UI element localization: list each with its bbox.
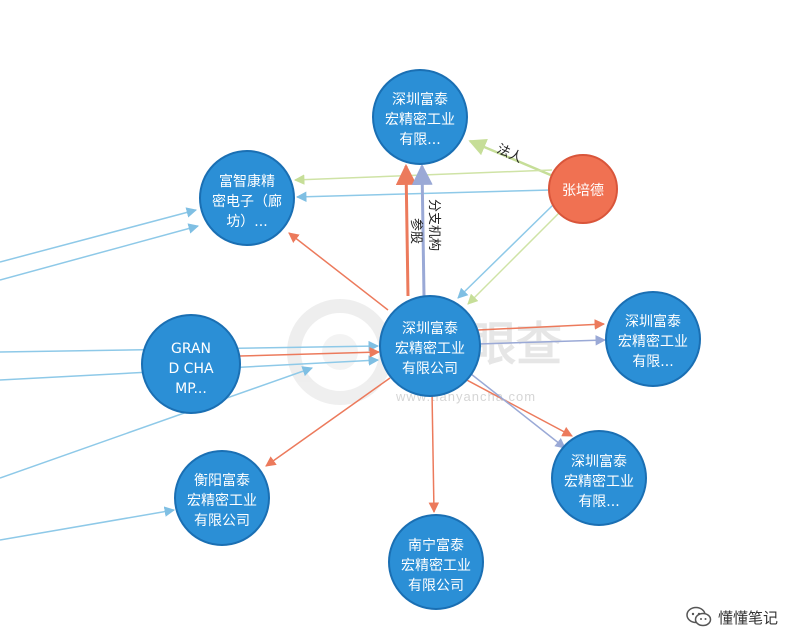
- node-right1[interactable]: 深圳富泰 宏精密工业 有限...: [605, 291, 701, 387]
- node-top[interactable]: 深圳富泰 宏精密工业 有限...: [372, 69, 468, 165]
- node-fuzhi[interactable]: 富智康精 密电子（廊 坊）...: [199, 150, 295, 246]
- node-person[interactable]: 张培德: [548, 154, 618, 224]
- node-right2-line-1: 深圳富泰: [571, 453, 627, 470]
- node-grand[interactable]: GRAN D CHA MP...: [141, 314, 241, 414]
- node-nanning-line-2: 宏精密工业: [401, 557, 471, 574]
- edge-center-hengyang: [265, 377, 391, 467]
- node-right1-line-1: 深圳富泰: [625, 313, 681, 330]
- footer-text: 懂懂笔记: [717, 608, 778, 627]
- node-grand-line-1: GRAN: [171, 341, 211, 357]
- node-center-line-1: 深圳富泰: [402, 320, 458, 337]
- node-nanning[interactable]: 南宁富泰 宏精密工业 有限公司: [388, 514, 484, 610]
- node-right2[interactable]: 深圳富泰 宏精密工业 有限...: [551, 430, 647, 526]
- edge-center-fuzhi: [288, 232, 389, 311]
- wechat-icon: [686, 606, 712, 627]
- edge-label-legal-rep: 法人: [494, 142, 524, 166]
- node-nanning-line-3: 有限公司: [408, 578, 464, 594]
- edge-offscreen-fuzhi-1: [0, 207, 198, 263]
- edge-center-top-share: [395, 163, 417, 297]
- node-hengyang-line-2: 宏精密工业: [187, 492, 257, 509]
- edge-center-right2-1: [462, 377, 573, 437]
- node-person-line-1: 张培德: [562, 183, 604, 199]
- edge-offscreen-fuzhi-2: [0, 223, 200, 281]
- node-top-line-1: 深圳富泰: [392, 91, 448, 108]
- node-top-line-3: 有限...: [399, 132, 440, 148]
- node-fuzhi-line-2: 密电子（廊: [212, 193, 282, 210]
- node-right1-line-2: 宏精密工业: [618, 333, 688, 350]
- node-nanning-line-1: 南宁富泰: [408, 537, 464, 554]
- edge-offscreen-center-3: [0, 366, 313, 479]
- edge-person-fuzhi-2: [295, 189, 552, 202]
- edge-person-center-2: [467, 211, 561, 305]
- node-hengyang[interactable]: 衡阳富泰 宏精密工业 有限公司: [174, 450, 270, 546]
- footer-attribution: 懂懂笔记: [686, 606, 778, 628]
- edge-label-share: 参股: [408, 218, 424, 244]
- node-center[interactable]: 深圳富泰 宏精密工业 有限公司: [379, 295, 481, 397]
- edge-center-right1-1: [477, 319, 606, 331]
- edge-person-center-1: [457, 203, 555, 299]
- node-top-line-2: 宏精密工业: [385, 111, 455, 128]
- edge-offscreen-hengyang: [0, 506, 176, 541]
- node-center-line-2: 宏精密工业: [395, 340, 465, 357]
- node-right2-line-2: 宏精密工业: [564, 473, 634, 490]
- node-fuzhi-line-3: 坊）...: [226, 214, 267, 230]
- edge-center-right2-2: [465, 369, 566, 449]
- node-center-line-3: 有限公司: [402, 361, 458, 377]
- edge-center-right1-2: [477, 335, 607, 346]
- node-right2-line-3: 有限...: [578, 494, 619, 510]
- node-edges: [239, 139, 607, 514]
- node-fuzhi-line-1: 富智康精: [219, 173, 275, 190]
- node-hengyang-line-1: 衡阳富泰: [194, 472, 250, 489]
- edge-center-top-branch: [411, 163, 433, 297]
- edge-label-branch: 分支机构: [426, 199, 441, 251]
- edge-grand-center: [239, 347, 381, 358]
- node-grand-line-2: D CHA: [168, 361, 214, 377]
- nodes: 深圳富泰 宏精密工业 有限公司 深圳富泰 宏精密工业 有限... 富智康精 密电…: [141, 69, 701, 610]
- node-grand-line-3: MP...: [175, 381, 207, 397]
- edge-center-nanning: [428, 391, 440, 514]
- node-hengyang-line-3: 有限公司: [194, 513, 250, 529]
- node-right1-line-3: 有限...: [632, 354, 673, 370]
